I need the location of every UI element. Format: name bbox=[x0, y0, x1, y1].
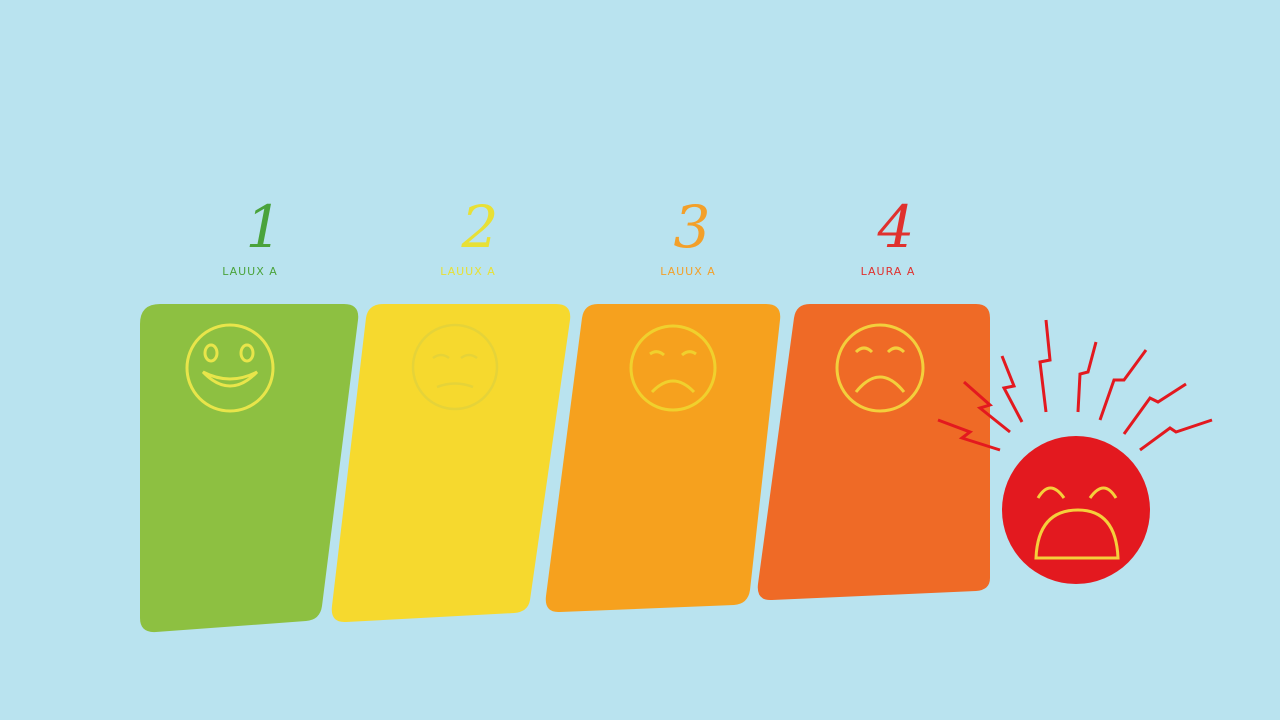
level-4-card bbox=[757, 304, 990, 601]
very-sad-face-icon bbox=[835, 323, 925, 413]
level-2-caption: LAUUX A bbox=[440, 265, 496, 278]
level-1-number: 1 bbox=[245, 193, 283, 261]
sad-face-icon bbox=[629, 324, 717, 412]
level-2-number: 2 bbox=[461, 193, 499, 261]
level-3-card bbox=[545, 304, 781, 613]
level-4-number: 4 bbox=[877, 193, 915, 261]
level-2-card bbox=[331, 304, 571, 623]
pain-burst-face-icon bbox=[937, 319, 1213, 584]
very-happy-face-icon bbox=[185, 323, 275, 413]
level-1-card bbox=[140, 304, 359, 633]
level-3-number: 3 bbox=[673, 193, 711, 261]
level-1-caption: LAUUX A bbox=[222, 265, 278, 278]
level-3-caption: LAUUX A bbox=[660, 265, 716, 278]
lightning-bolts-icon bbox=[937, 319, 1213, 452]
neutral-face-icon bbox=[411, 323, 499, 411]
level-4-caption: LAURA A bbox=[860, 265, 916, 278]
